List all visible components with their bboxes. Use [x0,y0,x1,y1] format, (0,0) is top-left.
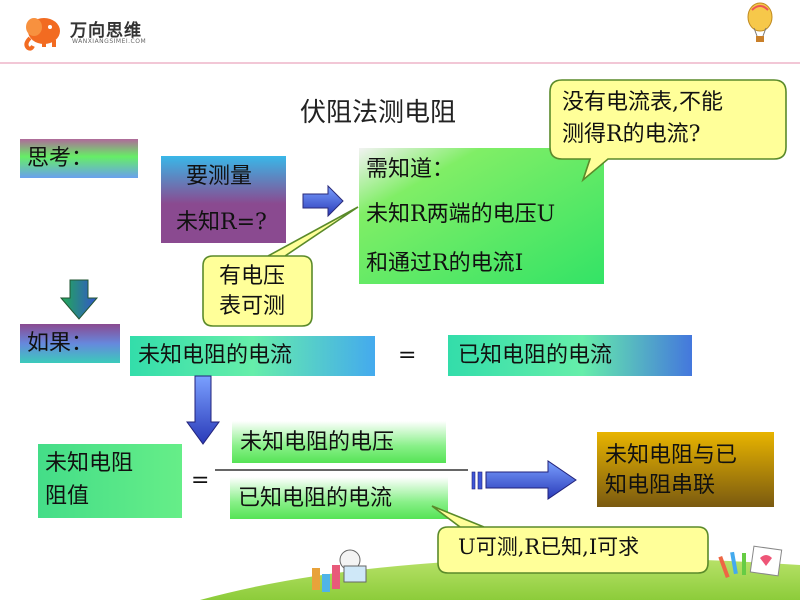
callout-top-right-line1: 没有电流表,不能 [562,90,723,115]
measure-box [161,156,286,243]
down-arrow-icon-2 [186,375,220,445]
callout-bottom: U可测,R已知,I可求 [458,535,640,559]
bottom-callout [431,505,709,574]
down-arrow-icon [59,279,99,320]
unknown-current-box [130,336,375,376]
striped-right-arrow-icon [471,460,577,500]
brand-subtitle: WANXIANGSIMEI.COM [72,38,147,45]
resistance-line1: 未知电阻 [45,451,134,476]
header-divider [0,62,800,64]
page-title: 伏阻法测电阻 [300,98,457,128]
result-line1: 未知电阻与已 [605,443,738,468]
right-arrow-icon [302,184,344,218]
equals-sign: = [398,343,417,368]
think-label: 思考： [27,146,94,171]
voltage-callout [202,206,359,327]
result-line2: 知电阻串联 [605,473,716,498]
numerator-label: 未知电阻的电压 [240,430,395,455]
think-box [20,139,138,178]
need-line3: 和通过R的电流I [366,251,524,276]
measure-line1: 要测量 [186,164,253,189]
resistance-line2: 阻值 [45,484,90,509]
if-label: 如果： [27,331,94,356]
if-box [20,324,120,363]
known-current-label: 已知电阻的电流 [458,343,613,368]
callout-top-right-line2: 测得R的电流? [562,122,701,147]
unknown-current-label: 未知电阻的电流 [138,343,293,368]
hot-air-balloon-icon [747,2,773,42]
cartoon-characters-decoration [312,549,367,592]
need-line1: 需知道： [366,157,455,182]
pencils-and-card-decoration [718,545,783,579]
equals-sign-2: = [191,468,210,493]
known-current-box [448,335,692,376]
elephant-logo-icon [24,18,60,51]
brand-name: 万向思维 [70,21,142,41]
result-box [597,432,774,507]
top-right-callout [549,79,787,183]
callout-voltage-line2: 表可测 [219,294,286,319]
need-line2: 未知R两端的电压U [366,202,556,227]
denominator-box [230,477,448,519]
callout-voltage-line1: 有电压 [219,264,286,289]
need-to-know-box [359,148,604,284]
denominator-label: 已知电阻的电流 [238,486,393,511]
numerator-box [232,421,446,463]
resistance-value-box [38,444,182,518]
measure-line2: 未知R=? [176,210,267,235]
